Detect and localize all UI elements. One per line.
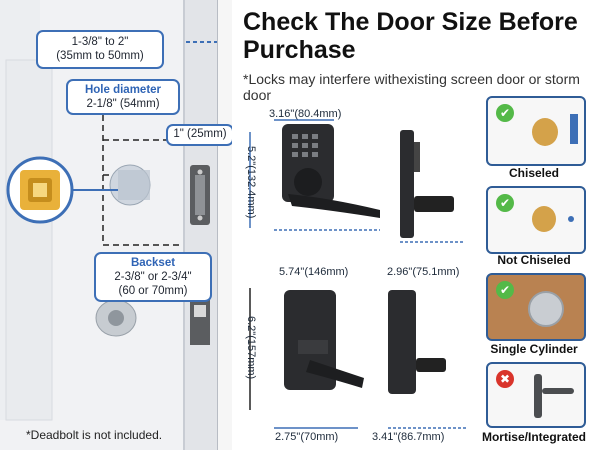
back-depth-dim: 3.41"(86.7mm): [372, 431, 445, 443]
not-chiseled-latch-image: [532, 206, 556, 232]
back-height-dim: 6.2"(157mm): [245, 316, 257, 380]
hole-diameter-title: Hole diameter: [84, 84, 162, 96]
chiseled-latch-image: [532, 118, 558, 146]
cross-icon: ✖: [496, 370, 514, 388]
mortise-lever: [542, 388, 574, 394]
option-label-single-cylinder: Single Cylinder: [490, 342, 578, 356]
option-card-chiseled: ✔: [486, 96, 586, 166]
check-icon: ✔: [496, 104, 514, 122]
back-width-dim: 2.75"(70mm): [275, 431, 339, 443]
deadbolt-note: *Deadbolt is not included.: [26, 428, 163, 442]
single-cylinder-image: [528, 291, 564, 327]
check-icon: ✔: [496, 281, 514, 299]
option-label-chiseled: Chiseled: [508, 166, 559, 180]
lock-drawings: [249, 119, 468, 429]
option-card-mortise: ✖: [486, 362, 586, 428]
page-subtitle: *Locks may interfere withexisting screen…: [243, 71, 580, 103]
door-illustration: 1-3/8" to 2" (35mm to 50mm) Hole diamete…: [0, 0, 232, 450]
plate-width-text: 1" (25mm): [173, 128, 227, 140]
check-icon: ✔: [496, 194, 514, 212]
front-height-dim: 5.2"(132.4mm): [245, 146, 257, 219]
backset-label: Backset 2-3/8" or 2-3/4" (60 or 70mm): [94, 252, 212, 302]
option-card-single-cylinder: ✔: [486, 273, 586, 341]
backset-value: 2-3/8" or 2-3/4" (60 or 70mm): [114, 271, 192, 297]
lever-length-dim: 5.74"(146mm): [279, 266, 349, 278]
option-label-not-chiseled: Not Chiseled: [497, 253, 571, 267]
hole-diameter-label: Hole diameter 2-1/8" (54mm): [66, 79, 180, 115]
chiseled-plate: [570, 114, 578, 144]
plate-width-label: 1" (25mm): [166, 124, 232, 146]
page-title: Check The Door Size Before Purchase: [243, 8, 578, 64]
not-chiseled-dot: [568, 216, 574, 222]
backset-title: Backset: [130, 257, 176, 269]
hole-diameter-value: 2-1/8" (54mm): [86, 98, 160, 110]
option-label-mortise: Mortise/Integrated: [481, 430, 586, 444]
front-width-dim: 3.16"(80.4mm): [269, 108, 342, 120]
door-drawing: [0, 0, 232, 450]
side-depth-dim: 2.96"(75.1mm): [387, 266, 460, 278]
mortise-handle-image: [534, 374, 542, 418]
door-thickness-text: 1-3/8" to 2" (35mm to 50mm): [56, 36, 144, 62]
option-card-not-chiseled: ✔: [486, 186, 586, 254]
door-thickness-label: 1-3/8" to 2" (35mm to 50mm): [36, 30, 164, 69]
